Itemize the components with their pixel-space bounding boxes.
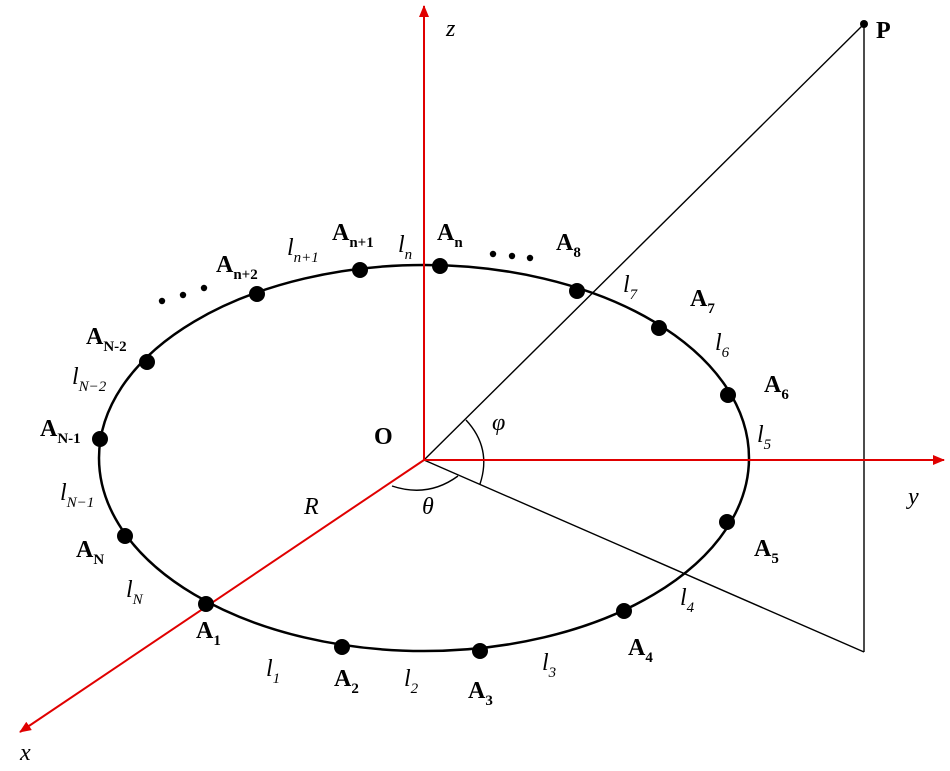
phi-arc	[465, 419, 485, 485]
node-label-a5: A5	[754, 536, 779, 567]
z-axis-label: z	[445, 16, 456, 42]
node-dot-a6	[720, 387, 736, 403]
segment-label-ln+1: ln+1	[287, 235, 319, 266]
node-dot-a7	[651, 320, 667, 336]
node-dot-a4	[616, 603, 632, 619]
y-axis-label: y	[906, 484, 919, 510]
node-dot-a1	[198, 596, 214, 612]
node-label-an: An	[437, 220, 463, 251]
point-p-dot	[860, 20, 868, 28]
node-label-a1: A1	[196, 618, 221, 649]
segment-labels: l1 l2 l3 l4 l5 l6 l7 ln ln+1 lN−2 lN−1 lN	[60, 232, 772, 697]
point-p-label: P	[876, 18, 891, 44]
segment-label-ln: ln	[398, 232, 412, 263]
node-label-an+2: An+2	[216, 252, 258, 283]
x-axis	[19, 459, 425, 733]
node-dot-a5	[719, 514, 735, 530]
theta-arc	[391, 475, 459, 491]
node-label-an-1: AN-1	[40, 416, 81, 447]
segment-label-l4: l4	[680, 585, 695, 616]
segment-label-l3: l3	[542, 650, 556, 681]
node-label-an: AN	[76, 537, 104, 568]
node-label-a2: A2	[334, 666, 359, 697]
node-dot-an	[432, 258, 448, 274]
node-label-a8: A8	[556, 230, 581, 261]
node-label-a3: A3	[468, 678, 493, 709]
node-dot-a8	[569, 283, 585, 299]
segment-label-l1: l1	[266, 656, 280, 687]
segment-label-l6: l6	[715, 330, 730, 361]
phi-label: φ	[492, 410, 505, 436]
segment-label-ln: lN	[126, 577, 144, 608]
segment-label-l5: l5	[757, 422, 772, 453]
line-o-p	[423, 23, 865, 461]
node-dot-an-1	[92, 431, 108, 447]
x-axis-label: x	[19, 740, 31, 766]
radius-label: R	[303, 494, 319, 520]
node-dot-an+1	[352, 262, 368, 278]
node-dot-an+2	[249, 286, 265, 302]
segment-label-ln-2: lN−2	[72, 364, 107, 395]
node-label-an-2: AN-2	[86, 324, 127, 355]
node-label-an+1: An+1	[332, 220, 374, 251]
node-dot-a3	[472, 643, 488, 659]
node-dot-a2	[334, 639, 350, 655]
line-o-foot	[423, 459, 865, 653]
node-dot-an-2	[139, 354, 155, 370]
node-dots	[92, 258, 736, 659]
node-label-a7: A7	[690, 286, 715, 317]
segment-label-l7: l7	[623, 272, 639, 303]
node-label-a6: A6	[764, 372, 789, 403]
segment-label-l2: l2	[404, 666, 419, 697]
theta-label: θ	[422, 494, 434, 520]
node-dot-an	[117, 528, 133, 544]
ellipsis-dots-right	[489, 250, 534, 262]
node-label-a4: A4	[628, 635, 653, 666]
ellipsis-dots-left	[158, 284, 208, 305]
origin-label: O	[374, 424, 393, 450]
segment-label-ln-1: lN−1	[60, 480, 94, 511]
